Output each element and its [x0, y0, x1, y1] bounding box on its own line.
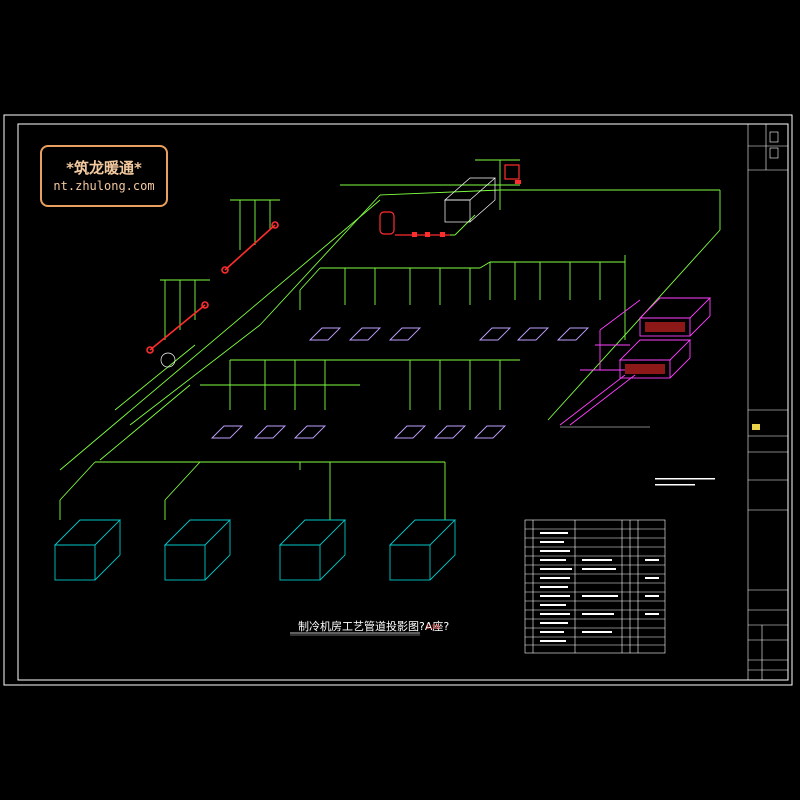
- cooling-tanks: [53, 519, 457, 581]
- chiller-units: [146, 221, 279, 354]
- water-tank: [444, 177, 496, 223]
- pipe-network: [59, 159, 721, 520]
- logo-url: nt.zhulong.com: [53, 179, 155, 193]
- legend-table-entries: [540, 532, 659, 642]
- terminal-units: [210, 327, 590, 439]
- drawing-notes: [655, 478, 715, 486]
- inner-frame: [17, 123, 789, 681]
- valve-markers: [412, 180, 521, 237]
- drawing-scale: 1:50: [426, 624, 440, 631]
- title-block: [747, 124, 788, 680]
- title-block-stamp-3: [769, 147, 779, 159]
- logo-line1: *筑龙暖通*: [66, 159, 142, 177]
- equipment-legend-table: [524, 519, 666, 654]
- outer-frame: [3, 114, 793, 686]
- pump-symbol: [160, 352, 176, 368]
- title-block-stamp: [752, 424, 760, 430]
- zhulong-logo: *筑龙暖通* nt.zhulong.com: [40, 145, 168, 207]
- makeup-tank-fill: [625, 322, 685, 374]
- title-block-stamp-2: [769, 131, 779, 143]
- makeup-water-system: [559, 297, 712, 426]
- drawing-title: 制冷机房工艺管道投影图?A座?: [298, 620, 450, 633]
